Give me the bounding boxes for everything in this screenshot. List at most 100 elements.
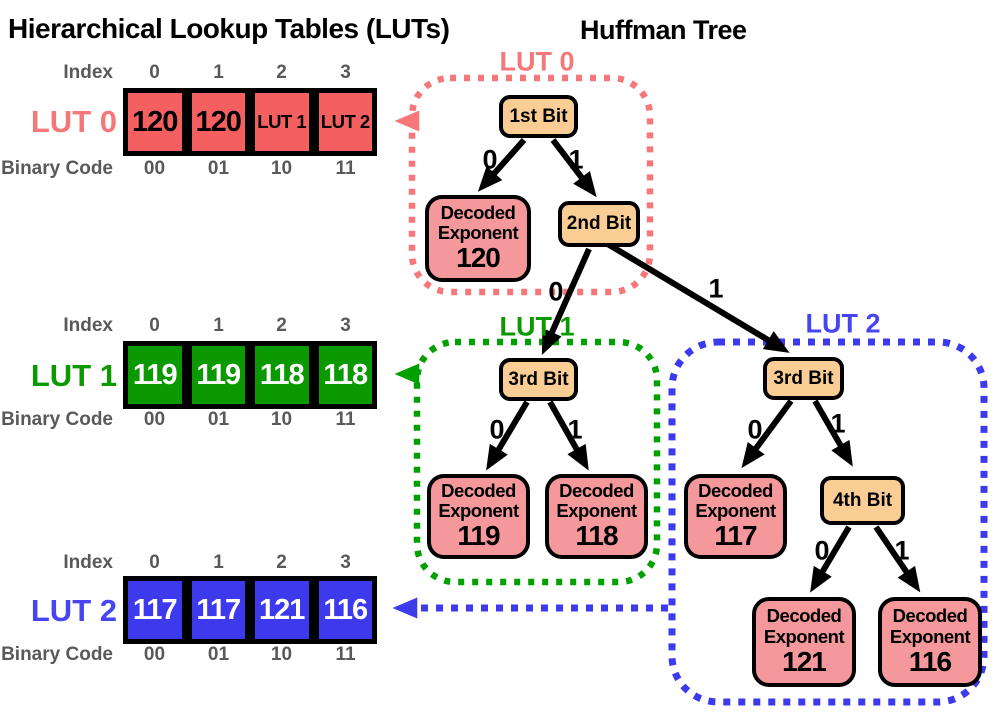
lut1-code-1: 01 bbox=[207, 409, 230, 430]
tree-node-3rd-bit-lut2: 3rd Bit bbox=[763, 357, 844, 400]
lut2-index-0: 0 bbox=[149, 552, 160, 573]
leaf-line1: Decoded bbox=[440, 201, 516, 223]
lut0-code-2: 10 bbox=[270, 158, 293, 179]
edge-label: 1 bbox=[830, 408, 846, 439]
leaf-line2: Exponent bbox=[437, 222, 519, 244]
leaf-node-exponent-118: Decoded Exponent 118 bbox=[545, 474, 648, 559]
leaf-value: 119 bbox=[457, 520, 500, 552]
lut2-index-label: Index bbox=[63, 552, 113, 573]
lut0-code-3: 11 bbox=[335, 158, 356, 179]
leaf-line1: Decoded bbox=[698, 479, 773, 501]
lut0-code-0: 00 bbox=[143, 158, 166, 179]
lut2-code-3: 11 bbox=[335, 644, 356, 665]
tree-group-label-lut2: LUT 2 bbox=[805, 308, 881, 339]
table-cell: 117 bbox=[123, 576, 187, 644]
table-cell: 120 bbox=[186, 88, 250, 156]
lut2-row-label: LUT 2 bbox=[30, 593, 117, 628]
lut2-code-2: 10 bbox=[270, 644, 293, 665]
table-cell-lut2-ref: LUT 2 bbox=[313, 88, 377, 156]
edge-bit2-1 bbox=[604, 240, 790, 353]
lut0-index-3: 3 bbox=[340, 62, 351, 83]
lut2-dashed-box bbox=[668, 338, 988, 706]
leaf-node-exponent-119: Decoded Exponent 119 bbox=[427, 474, 530, 559]
lut0-index-0: 0 bbox=[149, 62, 160, 83]
edge-label: 0 bbox=[548, 276, 564, 307]
lut1-index-3: 3 bbox=[340, 315, 351, 336]
leaf-line2: Exponent bbox=[695, 500, 776, 522]
edge-label: 0 bbox=[489, 414, 505, 445]
lut2-index-3: 3 bbox=[340, 552, 351, 573]
lut1-code-0: 00 bbox=[143, 409, 166, 430]
lut1-table: 119 119 118 118 bbox=[123, 341, 377, 409]
leaf-node-exponent-117: Decoded Exponent 117 bbox=[684, 474, 787, 559]
lut2-code-1: 01 bbox=[207, 644, 230, 665]
lut0-index-2: 2 bbox=[276, 62, 287, 83]
tree-group-label-lut1: LUT 1 bbox=[499, 311, 575, 342]
edge-bit3a-1 bbox=[547, 400, 589, 471]
edge-bit4-1 bbox=[873, 525, 921, 593]
edge-bit3b-1 bbox=[812, 399, 853, 467]
lut2-binary-label: Binary Code bbox=[1, 644, 113, 665]
leaf-line2: Exponent bbox=[763, 625, 845, 647]
lut0-code-1: 01 bbox=[207, 158, 230, 179]
edge-label: 1 bbox=[708, 273, 724, 304]
tree-node-4th-bit: 4th Bit bbox=[820, 476, 905, 525]
table-cell: 119 bbox=[186, 341, 250, 409]
leaf-line2: Exponent bbox=[889, 625, 971, 647]
lut1-index-label: Index bbox=[63, 315, 113, 336]
table-cell: 121 bbox=[250, 576, 314, 644]
lut1-index-0: 0 bbox=[149, 315, 160, 336]
tree-group-label-lut0: LUT 0 bbox=[499, 46, 575, 77]
edge-bit2-0 bbox=[541, 247, 592, 355]
edge-bit1-0 bbox=[477, 138, 527, 192]
lut2-index-1: 1 bbox=[213, 552, 224, 573]
leaf-value: 118 bbox=[575, 520, 618, 552]
lut1-binary-label: Binary Code bbox=[1, 409, 113, 430]
leaf-node-exponent-120: Decoded Exponent 120 bbox=[425, 195, 531, 282]
edge-bit1-1 bbox=[550, 138, 597, 198]
leaf-value: 116 bbox=[908, 645, 952, 677]
lut0-index-1: 1 bbox=[213, 62, 224, 83]
lut1-index-2: 2 bbox=[276, 315, 287, 336]
lut0-index-label: Index bbox=[63, 62, 113, 83]
leaf-line1: Decoded bbox=[559, 479, 634, 501]
lut2-index-2: 2 bbox=[276, 552, 287, 573]
table-cell: 118 bbox=[313, 341, 377, 409]
tree-node-2nd-bit: 2nd Bit bbox=[558, 201, 640, 247]
leaf-value: 117 bbox=[714, 520, 757, 552]
page-title-lookup-tables: Hierarchical Lookup Tables (LUTs) bbox=[8, 13, 450, 44]
edge-label: 1 bbox=[568, 144, 584, 175]
leaf-value: 120 bbox=[456, 242, 501, 274]
edge-bit4-0 bbox=[810, 525, 852, 593]
leaf-line2: Exponent bbox=[438, 500, 519, 522]
tree-node-3rd-bit-lut1: 3rd Bit bbox=[499, 358, 578, 401]
lut1-index-1: 1 bbox=[213, 315, 224, 336]
lut0-table: 120 120 LUT 1 LUT 2 bbox=[123, 88, 377, 156]
lut2-table: 117 117 121 116 bbox=[123, 576, 377, 644]
leaf-line1: Decoded bbox=[441, 479, 516, 501]
lut0-binary-label: Binary Code bbox=[1, 158, 113, 179]
edge-bit3a-0 bbox=[486, 400, 530, 471]
edge-label: 1 bbox=[894, 535, 910, 566]
lut0-row-label: LUT 0 bbox=[30, 104, 117, 139]
lut2-code-0: 00 bbox=[143, 644, 166, 665]
leaf-line1: Decoded bbox=[892, 605, 968, 627]
edge-label: 0 bbox=[814, 535, 830, 566]
lut1-row-label: LUT 1 bbox=[30, 358, 117, 393]
table-cell: 116 bbox=[313, 576, 377, 644]
leaf-line1: Decoded bbox=[766, 605, 842, 627]
edge-label: 0 bbox=[482, 144, 498, 175]
leaf-line2: Exponent bbox=[556, 500, 637, 522]
edge-label: 1 bbox=[567, 414, 583, 445]
edge-bit3b-0 bbox=[741, 399, 794, 469]
table-cell: 120 bbox=[123, 88, 187, 156]
table-cell: 117 bbox=[186, 576, 250, 644]
leaf-node-exponent-116: Decoded Exponent 116 bbox=[878, 597, 982, 687]
lut1-code-2: 10 bbox=[270, 409, 293, 430]
leaf-node-exponent-121: Decoded Exponent 121 bbox=[752, 597, 856, 687]
edge-label: 0 bbox=[747, 414, 763, 445]
page-title-huffman-tree: Huffman Tree bbox=[580, 15, 747, 45]
table-cell: 118 bbox=[250, 341, 314, 409]
table-cell-lut1-ref: LUT 1 bbox=[250, 88, 314, 156]
